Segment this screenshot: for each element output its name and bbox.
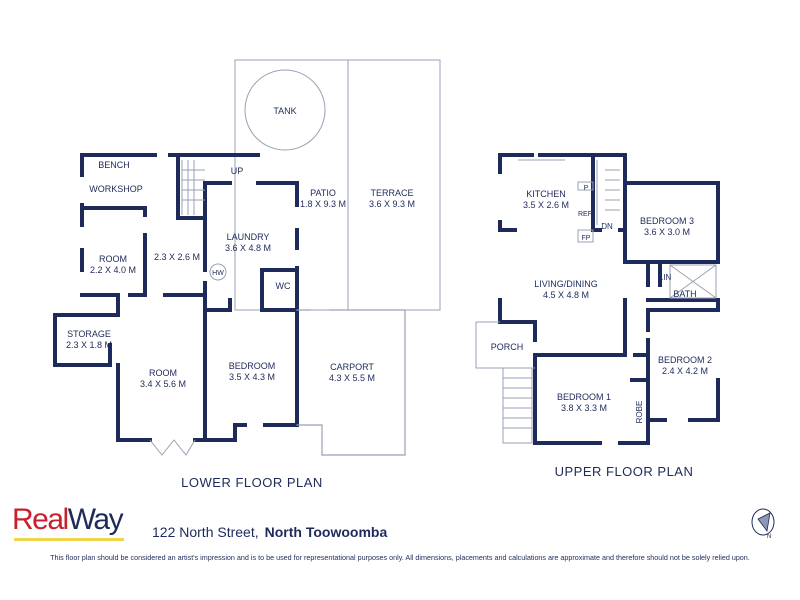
label-bedroom-2-size: 2.4 X 4.2 M (662, 366, 708, 376)
lower-floor-plan: TANK PATIO 1.8 X 9.3 M TERRACE 3.6 X 9.3… (53, 59, 441, 490)
label-room-1: ROOM (99, 254, 127, 264)
storage-walls (53, 313, 120, 367)
label-hw: HW (212, 270, 224, 277)
logo-way: Way (67, 503, 124, 536)
north-compass-icon: N (751, 508, 775, 540)
label-bench: BENCH (98, 160, 130, 170)
label-storage: STORAGE (67, 329, 111, 339)
label-up: UP (231, 166, 244, 176)
pantry-box (577, 181, 594, 191)
lower-walls-left (80, 153, 207, 317)
label-workshop: WORKSHOP (89, 184, 143, 194)
label-bedroom-1: BEDROOM 1 (557, 392, 611, 402)
label-bedroom-size: 3.5 X 4.3 M (229, 372, 275, 382)
label-bedroom-3-size: 3.6 X 3.0 M (644, 227, 690, 237)
label-laundry-size: 3.6 X 4.8 M (225, 243, 271, 253)
carport-outline (296, 309, 406, 456)
label-linen: LIN (659, 273, 672, 282)
upper-floor-plan: KITCHEN 3.5 X 2.6 M P REF FP DN BEDROOM … (475, 153, 720, 479)
logo-real: Real (12, 503, 69, 536)
lower-doors (149, 439, 196, 456)
upper-walls-bottom (533, 260, 662, 445)
label-bath: BATH (673, 289, 696, 299)
label-kitchen: KITCHEN (526, 189, 566, 199)
label-porch: PORCH (491, 342, 524, 352)
property-address: 122 North Street, North Toowoomba (152, 524, 387, 540)
label-bedroom-1-size: 3.8 X 3.3 M (561, 403, 607, 413)
label-terrace: TERRACE (370, 188, 413, 198)
realway-logo: RealWay (12, 503, 124, 536)
label-patio: PATIO (310, 188, 336, 198)
label-kitchen-size: 3.5 X 2.6 M (523, 200, 569, 210)
logo-underline (14, 538, 124, 541)
label-bedroom-3: BEDROOM 3 (640, 216, 694, 226)
label-room-1-size: 2.2 X 4.0 M (90, 265, 136, 275)
compass-label: N (767, 534, 771, 540)
label-robe: ROBE (635, 401, 644, 424)
label-living-dining-size: 4.5 X 4.8 M (543, 290, 589, 300)
label-room-2-size: 3.4 X 5.6 M (140, 379, 186, 389)
upper-fixtures (475, 159, 717, 444)
label-living-dining: LIVING/DINING (534, 279, 598, 289)
label-storage-size: 2.3 X 1.8 M (66, 340, 112, 350)
label-stairs-down: DN (601, 222, 613, 231)
label-bedroom: BEDROOM (229, 361, 276, 371)
address-street: 122 North Street, (152, 524, 259, 540)
label-terrace-size: 3.6 X 9.3 M (369, 199, 415, 209)
label-bedroom-2: BEDROOM 2 (658, 355, 712, 365)
label-room-2: ROOM (149, 368, 177, 378)
disclaimer-text: This floor plan should be considered an … (50, 553, 750, 562)
label-carport: CARPORT (330, 362, 374, 372)
hot-water-icon (209, 263, 227, 281)
upper-floor-title: UPPER FLOOR PLAN (555, 464, 694, 479)
address-suburb: North Toowoomba (264, 524, 388, 540)
lower-stairs (181, 160, 205, 215)
label-laundry: LAUNDRY (227, 232, 270, 242)
fireplace-box (577, 229, 594, 243)
label-carport-size: 4.3 X 5.5 M (329, 373, 375, 383)
label-fridge: REF (578, 211, 592, 218)
label-tank: TANK (273, 106, 296, 116)
tank-shape (244, 69, 326, 151)
label-pantry: P (584, 185, 589, 192)
label-hall-size: 2.3 X 2.6 M (154, 252, 200, 262)
label-fireplace: FP (582, 235, 591, 242)
label-patio-size: 1.8 X 9.3 M (300, 199, 346, 209)
lower-floor-title: LOWER FLOOR PLAN (181, 475, 323, 490)
label-wc: WC (276, 281, 291, 291)
